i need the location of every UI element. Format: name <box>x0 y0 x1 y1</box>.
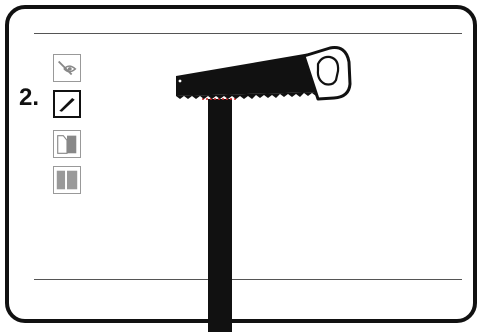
angle-tool-button[interactable] <box>53 54 81 82</box>
angle-eye-icon <box>57 60 77 76</box>
saw-blade-icon <box>59 98 75 112</box>
top-divider <box>34 33 462 34</box>
panel-icon <box>56 170 78 190</box>
trim-edge-icon <box>57 135 77 154</box>
bottom-divider <box>34 279 462 280</box>
instruction-frame <box>5 5 477 323</box>
saw-cut-tool-button[interactable] <box>53 90 81 118</box>
trim-edge-tool-button[interactable] <box>53 130 81 158</box>
step-number: 2. <box>19 84 40 111</box>
hand-saw-icon <box>176 46 352 101</box>
panel-tool-button[interactable] <box>53 166 81 194</box>
wooden-post <box>208 99 232 332</box>
